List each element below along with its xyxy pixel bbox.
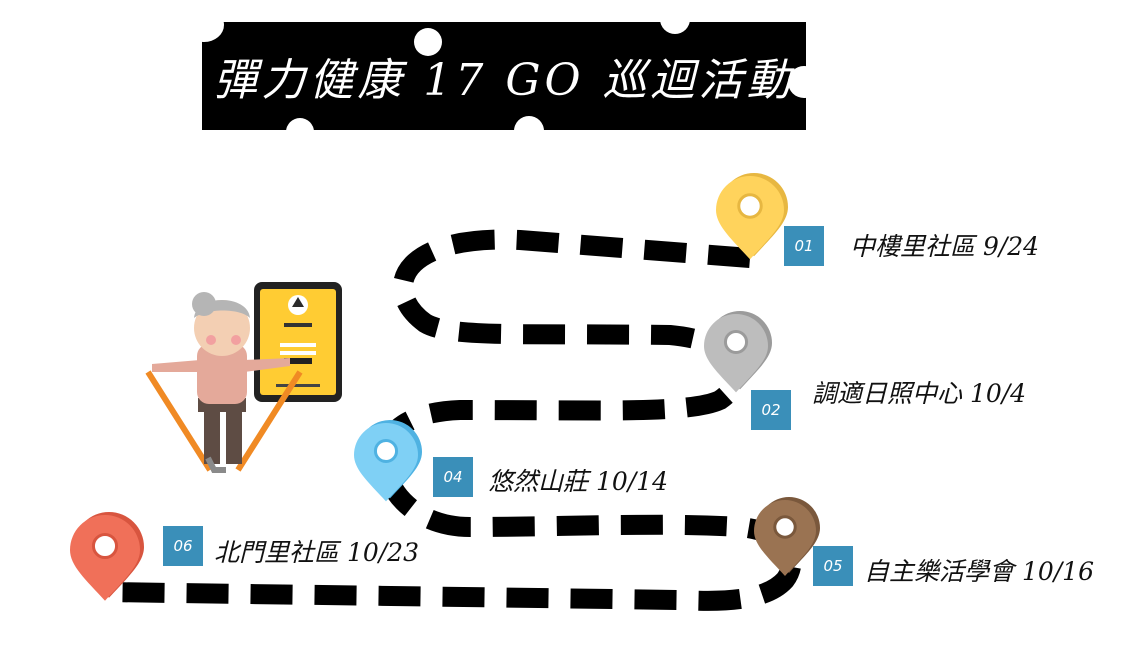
stop-label-06: 北門里社區 10/23: [214, 538, 419, 567]
map-pin-icon: [754, 497, 820, 576]
stop-badge-06: 06: [163, 526, 203, 566]
stop-label-04: 悠然山莊 10/14: [488, 467, 668, 496]
stop-label-05: 自主樂活學會 10/16: [864, 557, 1094, 586]
map-pin-icon: [716, 173, 788, 260]
stop-badge-02: 02: [751, 390, 791, 430]
title-banner: 彈力健康 17 GO 巡迴活動: [202, 22, 806, 130]
page-title: 彈力健康 17 GO 巡迴活動: [213, 55, 795, 106]
stop-badge-01: 01: [784, 226, 824, 266]
stop-label-02: 調適日照中心 10/4: [812, 379, 1027, 408]
stop-label-01: 中樓里社區 9/24: [850, 232, 1040, 261]
map-pin-icon: [354, 420, 422, 502]
stop-badge-04: 04: [433, 457, 473, 497]
grandma-with-tablet-icon: [145, 282, 342, 473]
map-pin-icon: [704, 311, 772, 393]
stop-badge-05: 05: [813, 546, 853, 586]
map-pin-icon: [70, 512, 144, 601]
